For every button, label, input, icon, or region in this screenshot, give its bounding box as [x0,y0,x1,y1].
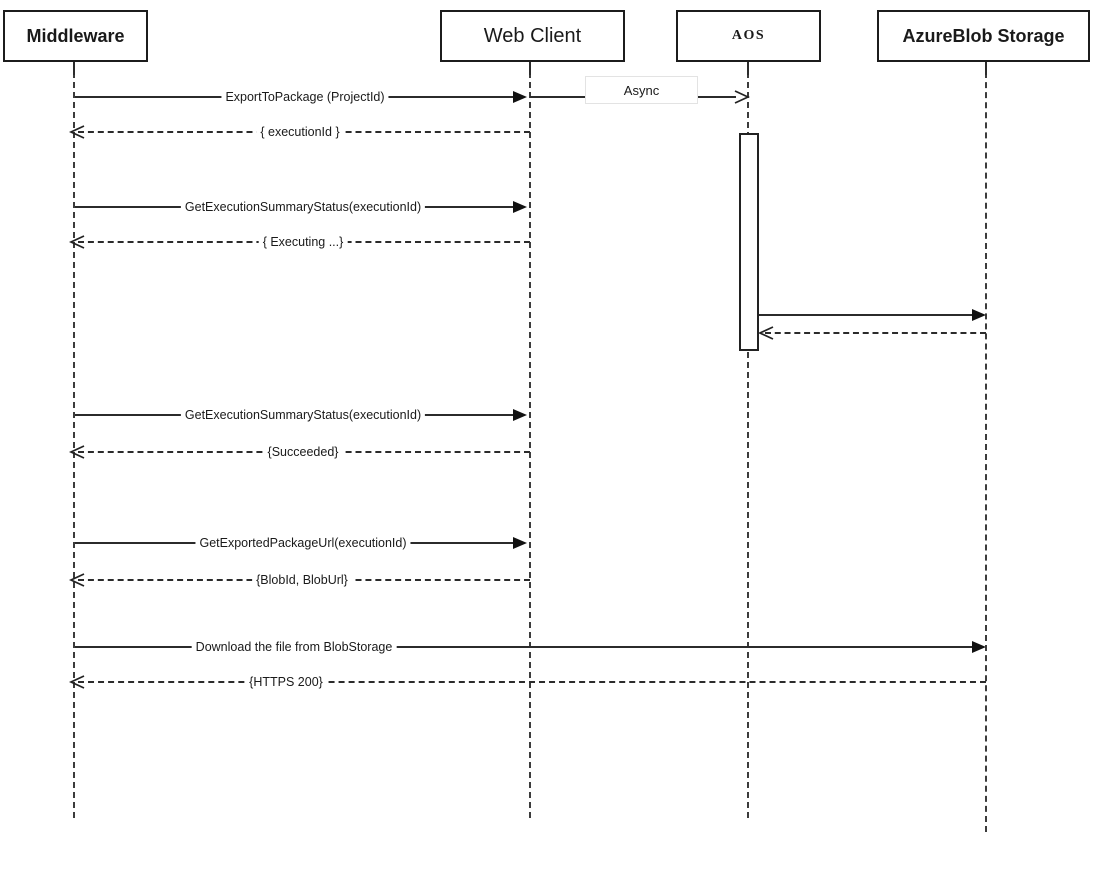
participant-label: AzureBlob Storage [902,25,1065,46]
filled-arrowhead-icon [972,309,986,321]
participant-label: Web Client [483,24,582,47]
filled-arrowhead-icon [513,91,527,103]
message-line [75,646,972,648]
lifeline-tick [747,62,749,75]
message-label: GetExportedPackageUrl(executionId) [195,535,411,551]
open-arrowhead-icon [68,573,85,587]
message-label: {Succeeded} [263,444,343,460]
participant-azureblob-storage: AzureBlob Storage [877,10,1090,62]
activation-bar-aos [739,133,759,351]
lifeline-aos [747,62,749,818]
message-label: GetExecutionSummaryStatus(executionId) [180,407,426,423]
message-line [759,314,972,316]
filled-arrowhead-icon [513,537,527,549]
message-label: { Executing ...} [258,234,348,250]
filled-arrowhead-icon [972,641,986,653]
participant-middleware: Middleware [3,10,148,62]
open-arrowhead-icon [68,675,85,689]
lifeline-middleware [73,62,75,818]
participant-label: Middleware [26,25,125,46]
message-label: Download the file from BlobStorage [191,639,397,655]
message-line [78,681,986,683]
participant-aos: AOS [676,10,821,62]
lifeline-azureblob-storage [985,62,987,832]
message-label: {HTTPS 200} [245,674,327,690]
open-arrowhead-icon [68,445,85,459]
filled-arrowhead-icon [513,201,527,213]
participant-web-client: Web Client [440,10,625,62]
lifeline-tick [529,62,531,75]
open-arrowhead-icon [68,235,85,249]
async-label-box: Async [585,76,698,104]
message-label: {BlobId, BlobUrl} [252,572,352,588]
open-arrowhead-icon [68,125,85,139]
lifeline-web-client [529,62,531,818]
lifeline-tick [73,62,75,75]
participant-label: AOS [731,28,766,43]
open-arrowhead-icon [734,90,750,104]
message-label: { executionId } [256,124,344,140]
message-label: GetExecutionSummaryStatus(executionId) [180,199,426,215]
open-arrowhead-icon [757,326,774,340]
message-label: ExportToPackage (ProjectId) [221,89,389,105]
message-label: Async [623,82,660,98]
filled-arrowhead-icon [513,409,527,421]
lifeline-tick [985,62,987,75]
message-line [765,332,986,334]
